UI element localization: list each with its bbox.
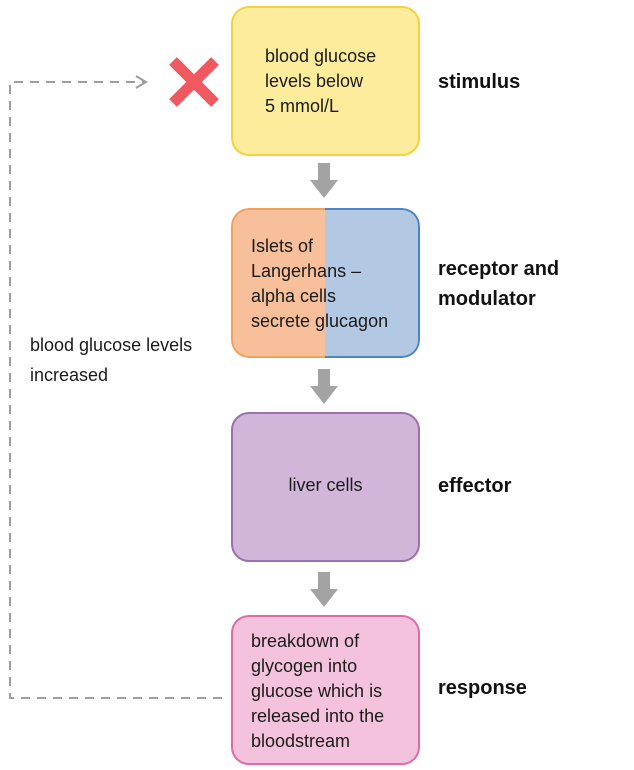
effector-text: liver cells — [233, 473, 418, 498]
response-line: glycogen into — [251, 656, 358, 676]
stimulus-line: levels below — [265, 71, 364, 91]
stimulus-line: blood glucose — [265, 46, 377, 66]
effector-line: liver cells — [288, 475, 363, 495]
response-line: breakdown of — [251, 631, 360, 651]
receptor-label-line: receptor and — [438, 258, 560, 280]
effector-label: effector — [438, 475, 512, 497]
cross-icon — [169, 57, 219, 107]
feedback-note: blood glucose levels increased — [30, 330, 192, 390]
arrow-down-icon — [310, 369, 338, 404]
receptor-line: Langerhans – — [251, 261, 362, 281]
receptor-box: Islets of Langerhans – alpha cells secre… — [231, 208, 420, 358]
response-line: glucose which is — [251, 681, 383, 701]
feedback-loop-line — [9, 81, 222, 699]
receptor-line: secrete glucagon — [251, 311, 389, 331]
arrow-down-icon — [310, 572, 338, 607]
response-text: breakdown of glycogen into glucose which… — [251, 629, 384, 754]
stimulus-label: stimulus — [438, 71, 521, 93]
feedback-note-line: blood glucose levels — [30, 335, 193, 355]
feedback-note-line: increased — [30, 365, 109, 385]
stimulus-box: blood glucose levels below 5 mmol/L — [231, 6, 420, 156]
response-label: response — [438, 677, 527, 699]
response-line: bloodstream — [251, 731, 351, 751]
receptor-box-right — [325, 208, 420, 358]
receptor-line: alpha cells — [251, 286, 337, 306]
stimulus-text: blood glucose levels below 5 mmol/L — [265, 44, 376, 119]
receptor-label: receptor and modulator — [438, 254, 559, 314]
effector-box: liver cells — [231, 412, 420, 562]
feedback-loop-arrowhead — [135, 75, 148, 89]
receptor-line: Islets of — [251, 236, 314, 256]
response-box: breakdown of glycogen into glucose which… — [231, 615, 420, 765]
arrow-down-icon — [310, 163, 338, 198]
receptor-label-line: modulator — [438, 288, 536, 310]
stimulus-line: 5 mmol/L — [265, 96, 340, 116]
receptor-text: Islets of Langerhans – alpha cells secre… — [251, 234, 388, 334]
receptor-box-left — [231, 208, 325, 358]
response-line: released into the — [251, 706, 385, 726]
